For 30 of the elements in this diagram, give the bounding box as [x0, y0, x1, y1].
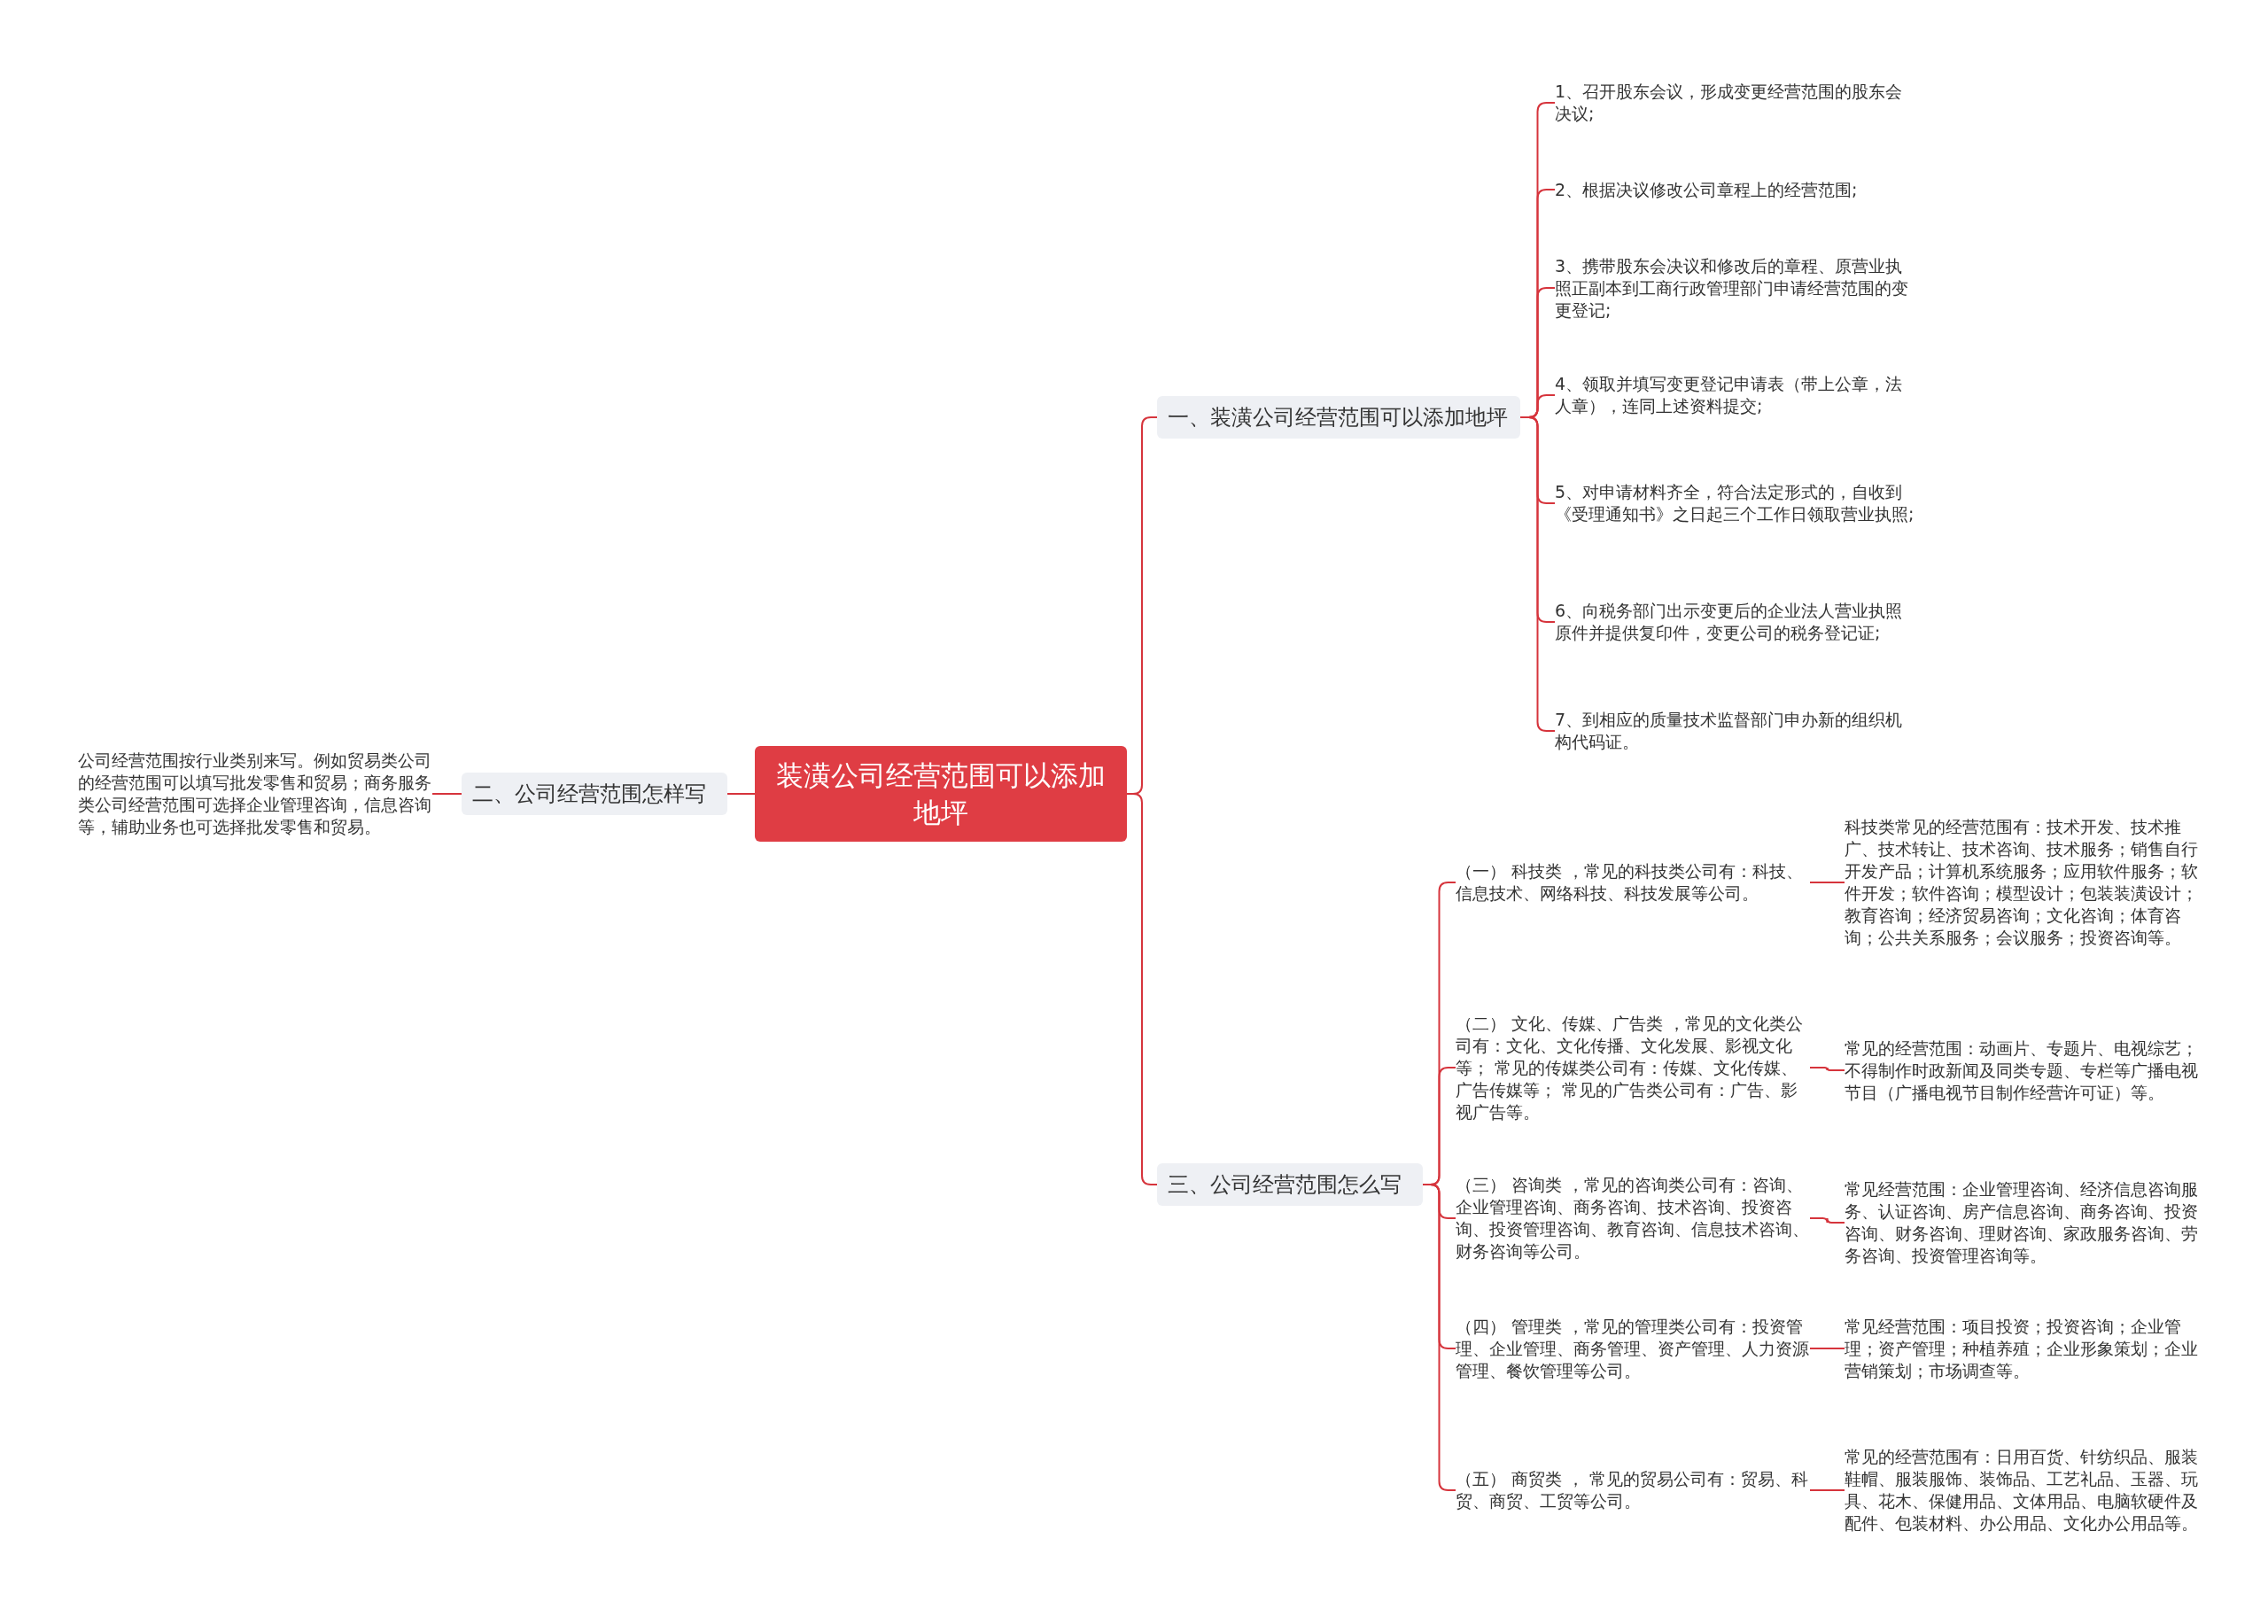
leaf-text: 常见经营范围：项目投资；投资咨询；企业管理；资产管理；种植养殖；企业形象策划；企业营销策划；市场调查等。 [1845, 1315, 2199, 1382]
leaf-text: 1、召开股东会议，形成变更经营范围的股东会决议; [1555, 81, 1918, 125]
connector-line [1422, 1184, 1456, 1491]
leaf-text: 4、领取并填写变更登记申请表（带上公章，法人章），连同上述资料提交; [1555, 373, 1918, 417]
root-topic: 装潢公司经营范围可以添加地坪 [755, 746, 1127, 842]
leaf-text: 科技类常见的经营范围有：技术开发、技术推广、技术转让、技术咨询、技术服务；销售自行开发产品；计算机系统服务；应用软件服务；软件开发；软件咨询；模型设计；包装装潢设计；教育咨询；经济贸易咨询；文化咨询；体育咨询；公共关系服务；会议服务；投资咨询等。 [1845, 816, 2199, 949]
leaf-text: 6、向税务部门出示变更后的企业法人营业执照原件并提供复印件，变更公司的税务登记证; [1555, 600, 1918, 644]
leaf-text: （三） 咨询类 ，常见的咨询类公司有：咨询、企业管理咨询、商务咨询、技术咨询、投资咨询、投资管理咨询、教育咨询、信息技术咨询、财务咨询等公司。 [1456, 1174, 1810, 1263]
leaf-text: （一） 科技类 ，常见的科技类公司有：科技、信息技术、网络科技、科技发展等公司。 [1456, 860, 1810, 905]
connector-line [431, 793, 462, 795]
leaf-text: 公司经营范围按行业类别来写。例如贸易类公司的经营范围可以填写批发零售和贸易；商务服务类公司经营范围可选择企业管理咨询，信息咨询等，辅助业务也可选择批发零售和贸易。 [78, 750, 432, 838]
leaf-text: （四） 管理类 ，常见的管理类公司有：投资管理、企业管理、商务管理、资产管理、人力资源管理、餐饮管理等公司。 [1456, 1315, 1810, 1382]
leaf-text: 5、对申请材料齐全，符合法定形式的，自收到《受理通知书》之日起三个工作日领取营业执照; [1555, 481, 1918, 525]
topic-box: 三、公司经营范围怎么写 [1157, 1163, 1423, 1206]
leaf-text: 7、到相应的质量技术监督部门申办新的组织机构代码证。 [1555, 709, 1918, 753]
connector-line [1809, 882, 1845, 883]
topic-box: 二、公司经营范围怎样写 [462, 773, 727, 815]
topic-box: 一、装潢公司经营范围可以添加地坪 [1157, 396, 1520, 439]
connector-line [726, 793, 756, 795]
leaf-text: 常见的经营范围有：日用百货、针纺织品、服装鞋帽、服装服饰、装饰品、工艺礼品、玉器、玩具、花木、保健用品、文体用品、电脑软硬件及配件、包装材料、办公用品、文化办公用品等。 [1845, 1446, 2199, 1535]
leaf-text: （二） 文化、传媒、广告类 ，常见的文化类公司有：文化、文化传播、文化发展、影视文化等； 常见的传媒类公司有：传媒、文化传媒、广告传媒等； 常见的广告类公司有：广告、影视广告等。 [1456, 1012, 1810, 1123]
connector-line [1809, 1217, 1845, 1224]
connector-line [1809, 1067, 1845, 1071]
leaf-text: 常见经营范围：企业管理咨询、经济信息咨询服务、认证咨询、房产信息咨询、商务咨询、投资咨询、财务咨询、理财咨询、家政服务咨询、劳务咨询、投资管理咨询等。 [1845, 1178, 2199, 1267]
leaf-text: （五） 商贸类 ， 常见的贸易公司有：贸易、科贸、商贸、工贸等公司。 [1456, 1468, 1810, 1512]
connector-line [1809, 1489, 1845, 1491]
leaf-text: 3、携带股东会决议和修改后的章程、原营业执照正副本到工商行政管理部门申请经营范围的变更登记; [1555, 254, 1918, 322]
leaf-text: 常见的经营范围：动画片、专题片、电视综艺；不得制作时政新闻及同类专题、专栏等广播电视节目（广播电视节目制作经营许可证）等。 [1845, 1037, 2199, 1104]
leaf-text: 2、根据决议修改公司章程上的经营范围; [1555, 178, 1918, 201]
connector-line [1809, 1348, 1845, 1349]
